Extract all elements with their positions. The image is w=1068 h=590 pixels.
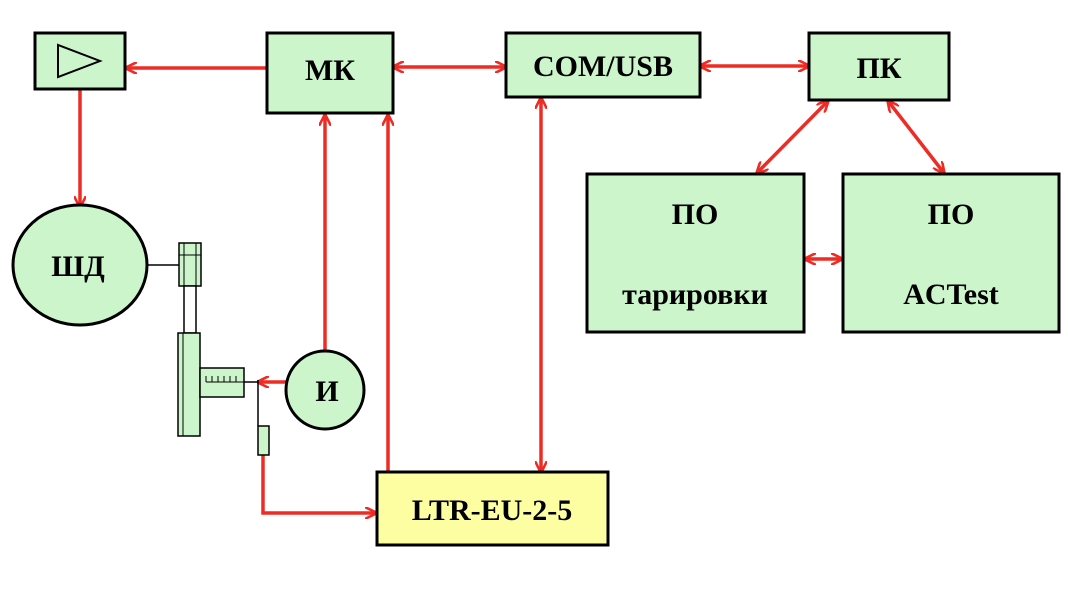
micrometer-body [177,332,201,437]
arrow-pk-po-tarirovki [757,101,828,173]
mk-label: МК [305,54,355,87]
connections [80,66,944,513]
po-actest-block: ПО ACTest [841,172,1061,334]
po-actest-label-2: ACTest [903,278,999,311]
arrow-pk-po-actest [888,101,944,173]
i-meter: И [284,349,366,431]
amplifier-block [33,31,127,91]
com-usb-label: COM/USB [533,50,673,83]
pk-label: ПК [856,52,901,85]
coupling [178,242,202,287]
po-actest-label-1: ПО [928,198,975,231]
com-usb-block: COM/USB [504,31,702,99]
arrow-sensor-to-ltr [261,455,376,513]
po-tarirovki-label-1: ПО [672,198,719,231]
ltr-block: LTR-EU-2-5 [375,470,610,547]
shd-motor: ШД [11,203,149,327]
mk-block: МК [265,31,395,115]
i-label: И [315,375,338,408]
sensor-element [257,425,270,456]
micrometer-scale [205,376,244,383]
shd-label: ШД [51,250,105,283]
mechanism [145,242,270,456]
amplifier-triangle-icon [57,43,103,79]
shaft [183,285,197,334]
po-tarirovki-block: ПО тарировки [585,172,806,334]
pk-block: ПК [807,31,951,102]
ltr-label: LTR-EU-2-5 [412,494,573,527]
po-tarirovki-label-2: тарировки [622,278,768,311]
